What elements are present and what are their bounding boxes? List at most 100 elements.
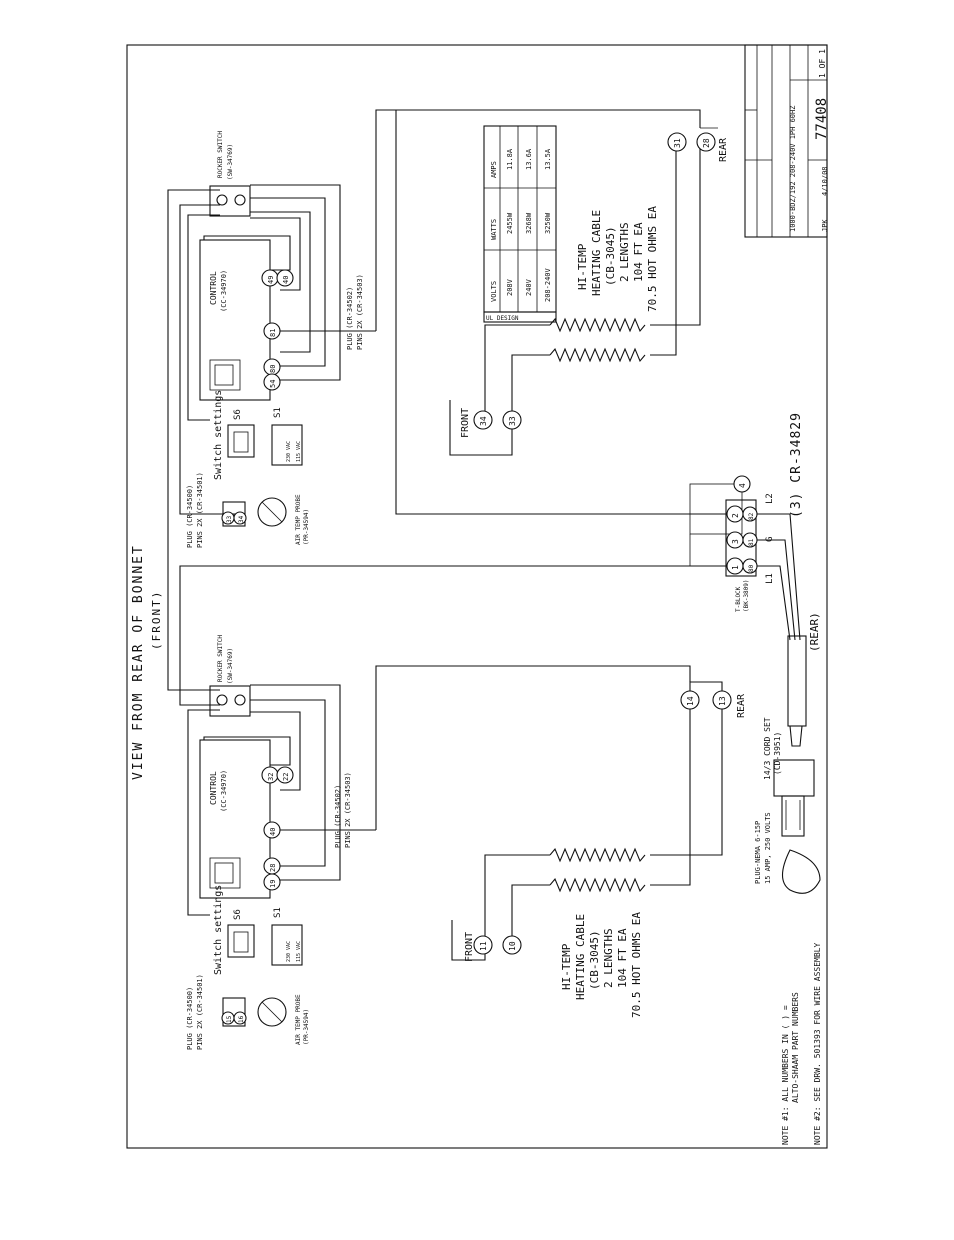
- spec-header-amps: AMPS: [490, 161, 498, 178]
- svg-text:31: 31: [673, 138, 682, 148]
- spec-volts-1: 208V: [506, 278, 514, 296]
- title-block: 77408 1 OF 1 1000-BDZ/192 208-240V 1PH 6…: [744, 44, 830, 238]
- svg-text:28: 28: [269, 864, 277, 872]
- svg-text:33: 33: [226, 515, 233, 523]
- wiring-lower: FRONT REAR: [179, 565, 747, 962]
- svg-text:S1: S1: [273, 907, 283, 918]
- node-16: 16: [233, 1011, 247, 1025]
- note-1a: NOTE #1: ALL NUMBERS IN ( ) =: [781, 1005, 790, 1145]
- wiring-upper: FRONT REAR: [167, 109, 730, 691]
- svg-text:4: 4: [738, 483, 747, 488]
- svg-text:80: 80: [748, 564, 755, 572]
- svg-text:PLUG (CR-34502): PLUG (CR-34502): [346, 287, 354, 350]
- svg-text:PINS 2X (CR-34503): PINS 2X (CR-34503): [344, 772, 352, 848]
- svg-text:15: 15: [226, 1015, 233, 1023]
- drawing-border: [126, 44, 828, 1149]
- node-28: 28: [263, 857, 281, 875]
- switch-settings-lower: Switch settings S6 S1 230 VAC 115 VAC: [213, 885, 303, 975]
- node-33b: 33: [221, 511, 235, 525]
- svg-text:(CD-3951): (CD-3951): [773, 732, 782, 775]
- spec-volts-3: 208-240V: [544, 267, 552, 302]
- svg-text:80: 80: [269, 365, 277, 373]
- node-25: 34: [473, 410, 493, 430]
- notes: NOTE #1: ALL NUMBERS IN ( ) = ALTO-SHAAM…: [781, 943, 822, 1145]
- svg-text:3: 3: [731, 539, 740, 544]
- rocker-switch-lower: ROCKER SWITCH (SW-34769): [209, 635, 251, 717]
- rear-label: (REAR): [808, 612, 821, 652]
- front-label-upper: FRONT: [460, 408, 471, 438]
- node-49: 80: [263, 358, 281, 376]
- rear-label-lower: REAR: [736, 693, 747, 718]
- svg-text:(CC-34970): (CC-34970): [220, 770, 228, 812]
- nema-plug: PLUG-NEMA 6-15P 15 AMP, 250 VOLTS: [754, 759, 821, 894]
- svg-text:104 FT EA: 104 FT EA: [632, 222, 645, 282]
- svg-text:HEATING CABLE: HEATING CABLE: [590, 210, 603, 296]
- heating-cable-label-lower: HI-TEMP HEATING CABLE (CB-3045) 2 LENGTH…: [560, 912, 643, 1018]
- svg-text:40: 40: [282, 276, 290, 284]
- switch-settings-upper: Switch settings S6 S1 230 VAC 115 VAC: [213, 390, 303, 480]
- node-23: 32: [261, 766, 279, 784]
- svg-text:(PR-34594): (PR-34594): [303, 1009, 310, 1045]
- svg-text:104 FT EA: 104 FT EA: [616, 928, 629, 988]
- cord-set: 14/3 CORD SET (CD-3951): [756, 513, 807, 780]
- node-1: 1: [726, 557, 744, 575]
- heating-cable-label-upper: HI-TEMP HEATING CABLE (CB-3045) 2 LENGTH…: [576, 206, 659, 312]
- svg-text:PLUG (CR-34500): PLUG (CR-34500): [186, 485, 194, 548]
- node-14: 14: [680, 690, 700, 710]
- svg-text:T-BLOCK: T-BLOCK: [735, 586, 742, 612]
- svg-text:49: 49: [267, 276, 275, 284]
- date-text: 4/10/08: [821, 166, 829, 196]
- svg-text:S6: S6: [233, 409, 243, 420]
- note-2: NOTE #2: SEE DRW. 501393 FOR WIRE ASSEMB…: [813, 943, 822, 1145]
- svg-text:PINS 2X (CR-34503): PINS 2X (CR-34503): [356, 274, 364, 350]
- svg-text:HI-TEMP: HI-TEMP: [576, 243, 589, 290]
- node-19: 19: [263, 873, 281, 891]
- drawn-by: JPK: [821, 219, 829, 232]
- model-text: 1000-BDZ/192 208-240V 1PH 60HZ: [789, 106, 797, 232]
- svg-text:PLUG-NEMA 6-15P: PLUG-NEMA 6-15P: [754, 821, 762, 884]
- air-probe-upper: AIR TEMP PROBE (PR-34594) PLUG (CR-34500…: [186, 472, 310, 548]
- svg-text:CONTROL: CONTROL: [209, 771, 218, 805]
- svg-text:(CB-3045): (CB-3045): [588, 930, 601, 990]
- svg-text:ROCKER SWITCH: ROCKER SWITCH: [217, 131, 224, 178]
- svg-text:2: 2: [731, 513, 740, 518]
- control-board-lower: CONTROL (CC-34970): [199, 739, 271, 899]
- svg-text:CONTROL: CONTROL: [209, 271, 218, 305]
- svg-text:54: 54: [269, 380, 277, 388]
- svg-text:HI-TEMP: HI-TEMP: [560, 943, 573, 990]
- node-13: 13: [712, 690, 732, 710]
- svg-text:82: 82: [748, 512, 755, 520]
- svg-text:HEATING CABLE: HEATING CABLE: [574, 914, 587, 1000]
- svg-text:15 AMP, 250 VOLTS: 15 AMP, 250 VOLTS: [764, 812, 772, 884]
- air-probe-lower: AIR TEMP PROBE (PR-34594) PLUG (CR-34500…: [186, 974, 310, 1050]
- svg-text:16: 16: [238, 1015, 245, 1023]
- svg-text:Switch settings: Switch settings: [213, 885, 224, 975]
- svg-text:S6: S6: [233, 909, 243, 920]
- node-24: 33: [502, 410, 522, 430]
- svg-text:22: 22: [282, 773, 290, 781]
- svg-text:28: 28: [702, 138, 711, 148]
- page-subtitle: (FRONT): [150, 590, 163, 650]
- svg-text:L2: L2: [765, 493, 775, 504]
- svg-text:1: 1: [731, 565, 740, 570]
- svg-text:70.5 HOT OHMS EA: 70.5 HOT OHMS EA: [630, 912, 643, 1018]
- svg-text:34: 34: [479, 416, 488, 426]
- node-40: 40: [263, 821, 281, 839]
- svg-text:115 VAC: 115 VAC: [296, 941, 302, 962]
- svg-text:81: 81: [748, 538, 755, 546]
- node-34: 34: [233, 511, 247, 525]
- spec-watts-1: 2455W: [506, 212, 514, 234]
- svg-text:81: 81: [269, 329, 277, 337]
- page-title: VIEW FROM REAR OF BONNET: [131, 544, 146, 780]
- node-33: 49: [261, 269, 279, 287]
- svg-text:14: 14: [686, 696, 695, 706]
- svg-text:S1: S1: [273, 407, 283, 418]
- svg-text:(PR-34594): (PR-34594): [303, 509, 310, 545]
- svg-text:ROCKER SWITCH: ROCKER SWITCH: [217, 635, 224, 682]
- svg-text:2 LENGTHS: 2 LENGTHS: [618, 222, 631, 282]
- svg-text:AIR TEMP PROBE: AIR TEMP PROBE: [295, 994, 302, 1045]
- spec-watts-2: 3268W: [525, 212, 533, 234]
- svg-text:(CC-34970): (CC-34970): [220, 270, 228, 312]
- svg-text:Switch settings: Switch settings: [213, 390, 224, 480]
